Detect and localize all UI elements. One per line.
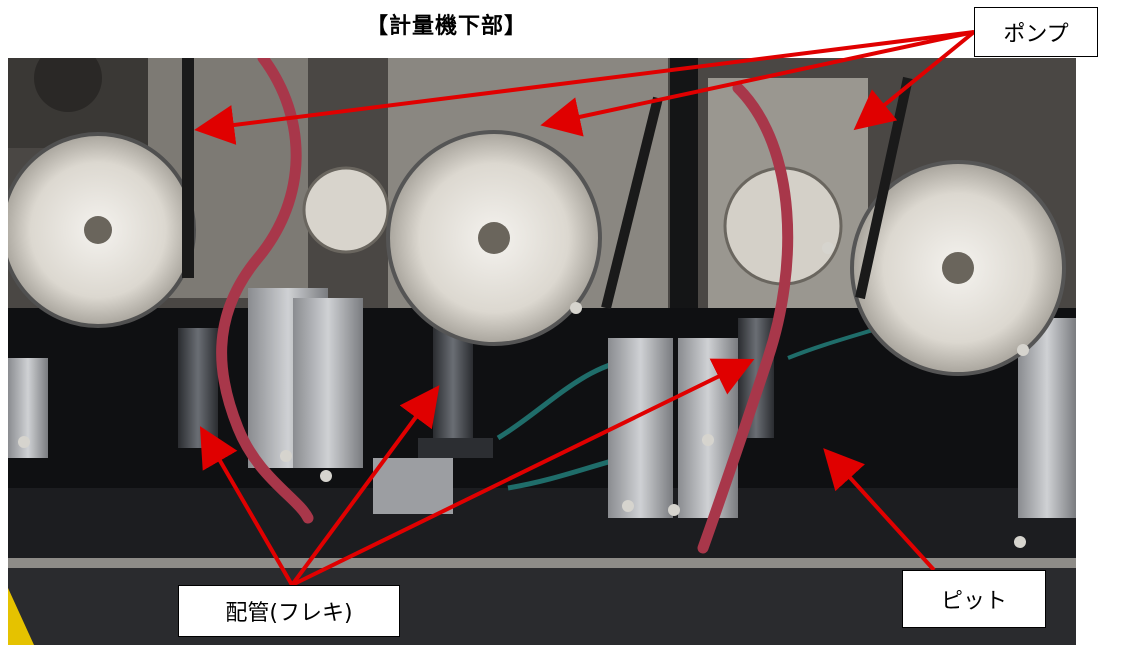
support-bracket [608,338,673,518]
mounting-plate [373,458,453,514]
page-title: 【計量機下部】 [366,14,528,39]
support-bracket [678,338,738,518]
yellow-marking [8,588,34,645]
pulley-hub [942,252,974,284]
photo-illustration [8,58,1076,645]
spring-base [418,438,493,458]
gear-icon [34,58,102,112]
spring [178,328,218,448]
pit-rim [8,558,1076,568]
pit-callout: ピット [902,570,1046,628]
pulley-hub [84,216,112,244]
support-bracket [293,298,363,468]
pump-callout: ポンプ [974,7,1098,57]
pulley-hub [478,222,510,254]
pump-cap [302,166,390,254]
belt [601,96,663,310]
pipe-callout: 配管(フレキ) [178,585,400,637]
machinery-photo [8,58,1076,645]
belt [182,58,194,278]
